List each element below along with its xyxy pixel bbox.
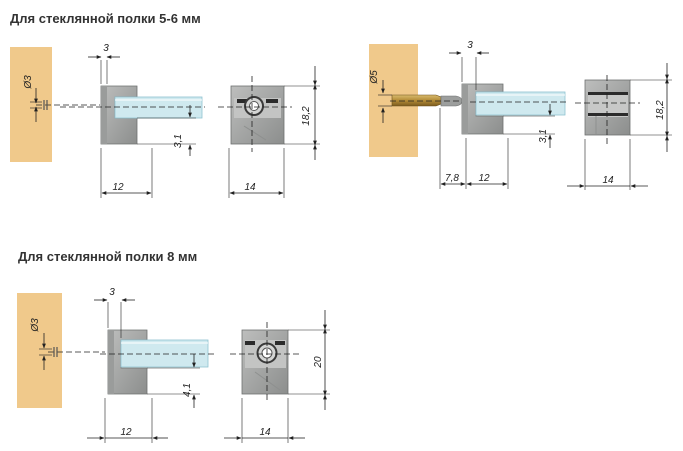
wood-panel [17, 293, 62, 408]
heading-glass-shelf-8mm: Для стеклянной полки 8 мм [18, 249, 198, 264]
heading-glass-shelf-5-6mm: Для стеклянной полки 5-6 мм [10, 11, 201, 26]
variant-b-side-view: Ø5 3 3,1 7,8 12 [369, 40, 568, 189]
wall-offset-label: 3 [109, 287, 115, 298]
variant-c-side-view: Ø3 3 4,1 12 [17, 287, 215, 443]
width-label: 14 [602, 175, 614, 186]
wall-offset-label: 3 [467, 40, 473, 51]
depth-label: 12 [120, 427, 132, 438]
glass-shelf [475, 91, 566, 116]
variant-a-side-view: Ø3 3 3,1 12 [10, 43, 205, 198]
height-label: 20 [313, 356, 324, 369]
variant-c-front-view: 20 14 [224, 310, 330, 443]
wall-offset-label: 3 [103, 43, 109, 54]
height-label: 18,2 [301, 106, 312, 126]
glass-bottom-label: 3,1 [538, 129, 549, 143]
wood-panel [10, 47, 52, 162]
glass-bottom-label: 4,1 [182, 383, 193, 397]
height-label: 18,2 [655, 100, 666, 120]
hole-diameter-label: Ø5 [369, 70, 380, 85]
glass-shelf [120, 339, 209, 368]
hole-diameter-label: Ø3 [30, 318, 41, 333]
glass-bottom-label: 3,1 [173, 134, 184, 148]
metal-pin [391, 94, 442, 107]
variant-b-front-view: 18,2 14 [567, 63, 672, 190]
variant-a-front-view: 18,2 14 [218, 66, 320, 198]
hole-diameter-label: Ø3 [23, 75, 34, 90]
width-label: 14 [259, 427, 271, 438]
pin-length-label: 7,8 [445, 173, 459, 184]
width-label: 14 [244, 182, 256, 193]
depth-label: 12 [112, 182, 124, 193]
shelf-holder [461, 83, 504, 135]
shelf-holder [107, 329, 148, 395]
depth-label: 12 [478, 173, 490, 184]
